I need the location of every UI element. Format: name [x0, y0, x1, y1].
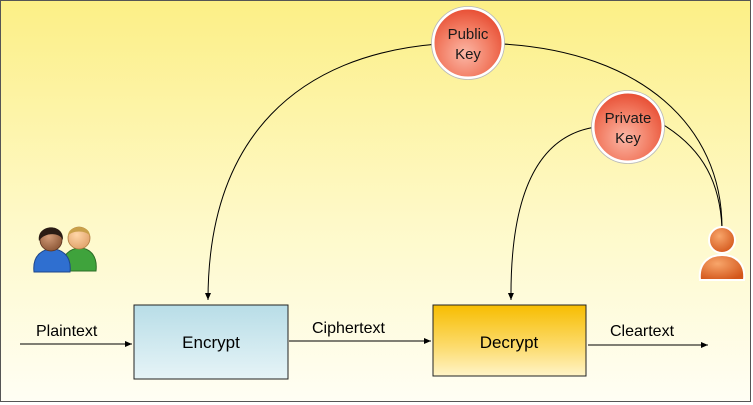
- users-group-icon: [33, 226, 97, 273]
- public-key-to-encrypt-arrow: [205, 43, 439, 301]
- ciphertext-label: Ciphertext: [312, 320, 385, 337]
- private-key-to-decrypt-arrow: [507, 126, 597, 301]
- decrypt-box: Decrypt: [432, 304, 587, 377]
- decrypt-label: Decrypt: [480, 333, 539, 352]
- public-key-node: Public Key: [431, 6, 505, 80]
- encrypt-box: Encrypt: [133, 304, 289, 380]
- public-key-label-line2: Key: [455, 46, 481, 63]
- private-key-to-recipient-line: [661, 123, 723, 229]
- plaintext-label: Plaintext: [36, 323, 98, 340]
- private-key-label-line1: Private: [605, 110, 652, 127]
- private-key-node: Private Key: [591, 90, 665, 164]
- private-key-label-line2: Key: [615, 130, 641, 147]
- person-icon: [698, 226, 746, 281]
- encrypt-label: Encrypt: [182, 333, 240, 352]
- public-key-to-recipient-line: [502, 43, 723, 229]
- public-key-label-line1: Public: [448, 26, 489, 43]
- cleartext-label: Cleartext: [610, 323, 675, 340]
